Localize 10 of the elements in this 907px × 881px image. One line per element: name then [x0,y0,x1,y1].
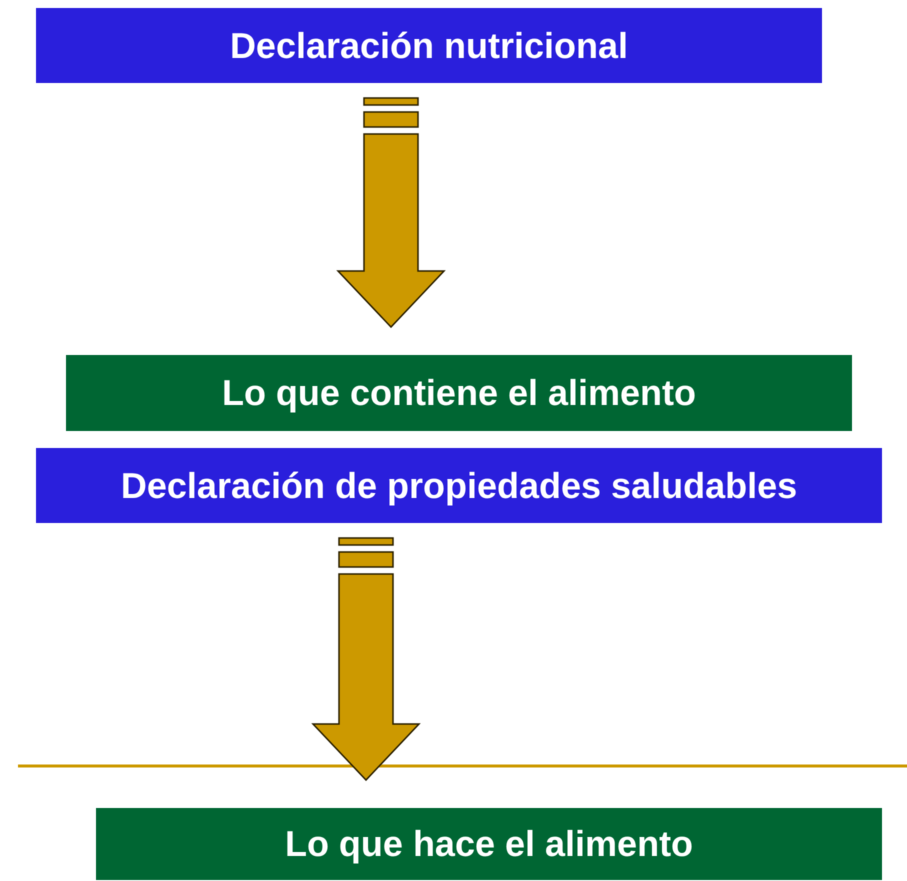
block-arrow [311,537,421,782]
banner-text: Lo que contiene el alimento [222,372,696,414]
block-arrow [336,97,446,328]
title-banner [36,448,882,523]
title-banner [36,8,822,83]
title-banner [96,808,882,880]
title-banner [66,355,852,431]
banner-text: Declaración de propiedades saludables [120,464,798,506]
banner-text: Lo que hace el alimento [284,823,694,865]
banner-text: Declaración nutricional [230,24,628,66]
